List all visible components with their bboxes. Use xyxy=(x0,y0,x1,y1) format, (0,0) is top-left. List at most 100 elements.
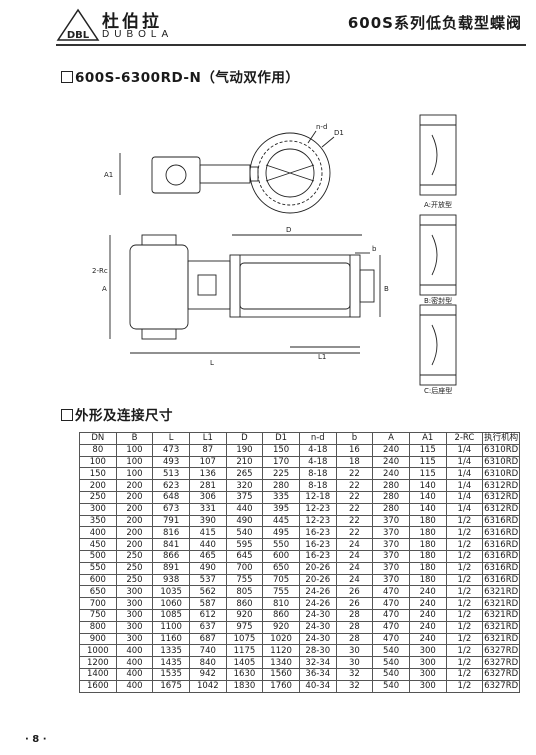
table-cell: 637 xyxy=(188,620,227,634)
table-cell: 100 xyxy=(115,443,154,457)
table-cell: 16-23 xyxy=(298,526,337,540)
table-cell: 805 xyxy=(225,585,264,599)
table-cell: 200 xyxy=(115,502,154,516)
table-cell: 331 xyxy=(188,502,227,516)
table-cell: 32 xyxy=(335,679,374,693)
table-cell: 180 xyxy=(408,514,447,528)
table-cell: 920 xyxy=(262,620,300,634)
table-cell: 370 xyxy=(372,561,410,575)
disc-side xyxy=(239,262,351,310)
table-cell: 6321RD xyxy=(482,632,520,646)
table-cell: 300 xyxy=(115,608,154,622)
table-cell: 280 xyxy=(372,502,410,516)
table-cell: 1/2 xyxy=(445,573,484,587)
series-title: 600S系列低负载型蝶阀 xyxy=(347,14,522,32)
table-cell: 22 xyxy=(335,502,374,516)
table-cell: 180 xyxy=(408,526,447,540)
table-cell: 490 xyxy=(188,561,227,575)
table-cell: 180 xyxy=(408,573,447,587)
table-cell: 860 xyxy=(225,597,264,610)
table-cell: 705 xyxy=(262,573,300,587)
table-cell: 1060 xyxy=(152,597,190,610)
actuator-top-view xyxy=(151,156,201,194)
column-header: L xyxy=(152,432,190,445)
table-cell: 687 xyxy=(188,632,227,646)
table-cell: 375 xyxy=(225,490,264,504)
table-cell: 1175 xyxy=(225,644,264,658)
column-header: n-d xyxy=(298,432,337,445)
table-cell: 465 xyxy=(188,549,227,563)
table-cell: 20-26 xyxy=(298,573,337,587)
table-cell: 6312RD xyxy=(482,490,520,504)
column-header: b xyxy=(335,432,374,445)
table-cell: 12-23 xyxy=(298,514,337,528)
table-cell: 12-18 xyxy=(298,490,337,504)
label-d: D xyxy=(286,226,291,234)
table-cell: 28 xyxy=(335,608,374,622)
table-cell: 750 xyxy=(79,608,117,622)
table-cell: 200 xyxy=(115,526,154,540)
table-cell: 180 xyxy=(408,549,447,563)
table-cell: 1/4 xyxy=(445,502,484,516)
table-cell: 26 xyxy=(335,585,374,599)
actuator-cap xyxy=(141,328,177,340)
table-cell: 150 xyxy=(79,467,117,481)
table-cell: 470 xyxy=(372,585,410,599)
valve-body-side xyxy=(229,254,361,318)
table-cell: 140 xyxy=(408,479,447,492)
table-cell: 300 xyxy=(115,585,154,599)
table-cell: 24-30 xyxy=(298,608,337,622)
table-cell: 470 xyxy=(372,608,410,622)
variant-c-body xyxy=(419,304,457,386)
flange-end xyxy=(359,269,375,303)
table-cell: 240 xyxy=(372,467,410,481)
variant-a-disc xyxy=(431,134,438,176)
table-cell: 30 xyxy=(335,644,374,658)
table-cell: 28 xyxy=(335,632,374,646)
logo-text: DBL xyxy=(67,30,90,41)
table-cell: 891 xyxy=(152,561,190,575)
table-cell: 200 xyxy=(115,538,154,551)
table-cell: 6310RD xyxy=(482,443,520,457)
table-cell: 320 xyxy=(225,479,264,492)
table-cell: 250 xyxy=(115,573,154,587)
table-cell: 280 xyxy=(262,479,300,492)
table-cell: 200 xyxy=(115,479,154,492)
model-title-text: 600S-6300RD-N（气动双作用） xyxy=(75,70,300,86)
table-cell: 1120 xyxy=(262,644,300,658)
table-cell: 587 xyxy=(188,597,227,610)
table-cell: 28 xyxy=(335,620,374,634)
table-cell: 24 xyxy=(335,538,374,551)
actuator-hub xyxy=(165,164,187,186)
table-cell: 400 xyxy=(79,526,117,540)
table-cell: 600 xyxy=(79,573,117,587)
table-cell: 26 xyxy=(335,597,374,610)
valve-drawing: n-d D1 A1 D b 2-Rc A B L L1 A:开放型 B:密封型 … xyxy=(90,95,530,395)
actuator-cap xyxy=(141,234,177,246)
table-cell: 6327RD xyxy=(482,656,520,669)
table-cell: 810 xyxy=(262,597,300,610)
table-cell: 1/2 xyxy=(445,656,484,669)
table-cell: 400 xyxy=(115,656,154,669)
table-cell: 1435 xyxy=(152,656,190,669)
table-cell: 673 xyxy=(152,502,190,516)
table-cell: 1/4 xyxy=(445,467,484,481)
table-cell: 700 xyxy=(225,561,264,575)
label-l1: L1 xyxy=(318,353,326,361)
table-cell: 440 xyxy=(188,538,227,551)
table-cell: 225 xyxy=(262,467,300,481)
valve-bore-circle xyxy=(265,148,315,198)
variant-b-label: B:密封型 xyxy=(424,296,452,305)
table-cell: 1/2 xyxy=(445,644,484,658)
table-cell: 115 xyxy=(408,455,447,469)
table-cell: 1560 xyxy=(262,667,300,681)
table-cell: 335 xyxy=(262,490,300,504)
